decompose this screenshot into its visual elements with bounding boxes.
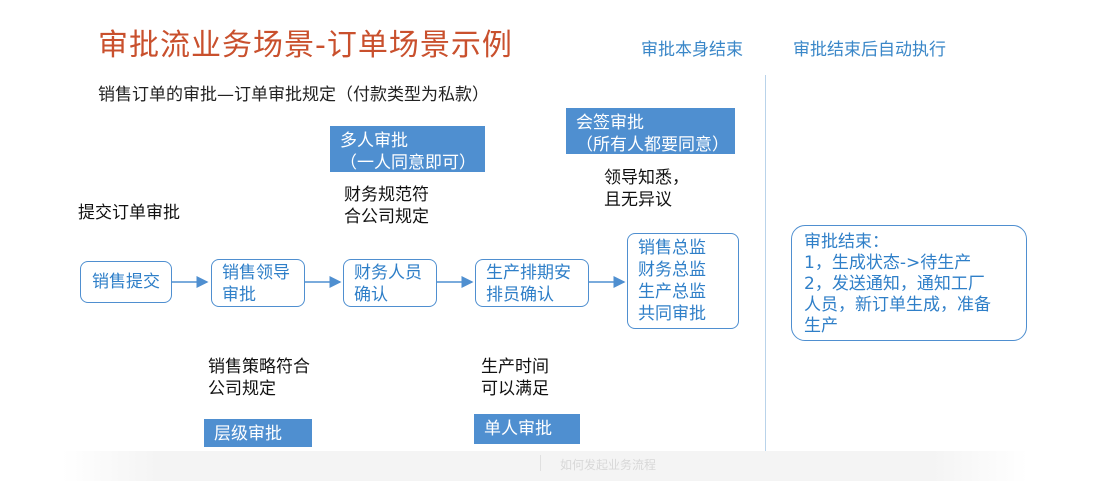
node-finance-confirm: 财务人员 确认: [343, 259, 437, 307]
note-production-time: 生产时间 可以满足: [481, 357, 549, 399]
note-leader-aware: 领导知悉， 且无异议: [604, 168, 689, 210]
subtitle: 销售订单的审批—订单审批规定（付款类型为私款）: [98, 85, 489, 105]
page-title: 审批流业务场景-订单场景示例: [98, 28, 513, 63]
tag-level-approval: 层级审批: [204, 419, 312, 447]
node-directors-joint-approval: 销售总监 财务总监 生产总监 共同审批: [627, 233, 739, 329]
tag-countersign-approval: 会签审批 （所有人都要同意）: [566, 108, 735, 155]
node-production-scheduler-confirm: 生产排期安 排员确认: [475, 259, 589, 307]
watermark: 如何发起业务流程: [560, 458, 657, 472]
node-sales-submit: 销售提交: [80, 261, 172, 303]
note-submit-order: 提交订单审批: [78, 203, 180, 223]
node-sales-leader-approval: 销售领导 审批: [211, 259, 305, 307]
column-header-approval-end: 审批本身结束: [641, 40, 743, 60]
column-divider: [765, 75, 766, 455]
tag-single-approval: 单人审批: [474, 414, 580, 444]
tag-multi-approval: 多人审批 （一人同意即可）: [330, 126, 485, 173]
bottom-tick: [540, 455, 541, 471]
approval-end-box: 审批结束： 1，生成状态->待生产 2，发送通知，通知工厂 人员，新订单生成，准…: [791, 225, 1027, 341]
note-sales-strategy: 销售策略符合 公司规定: [208, 357, 310, 399]
note-finance-rule: 财务规范符 合公司规定: [344, 185, 429, 227]
column-header-auto-execute: 审批结束后自动执行: [793, 40, 946, 60]
bottom-band: [62, 451, 1028, 481]
